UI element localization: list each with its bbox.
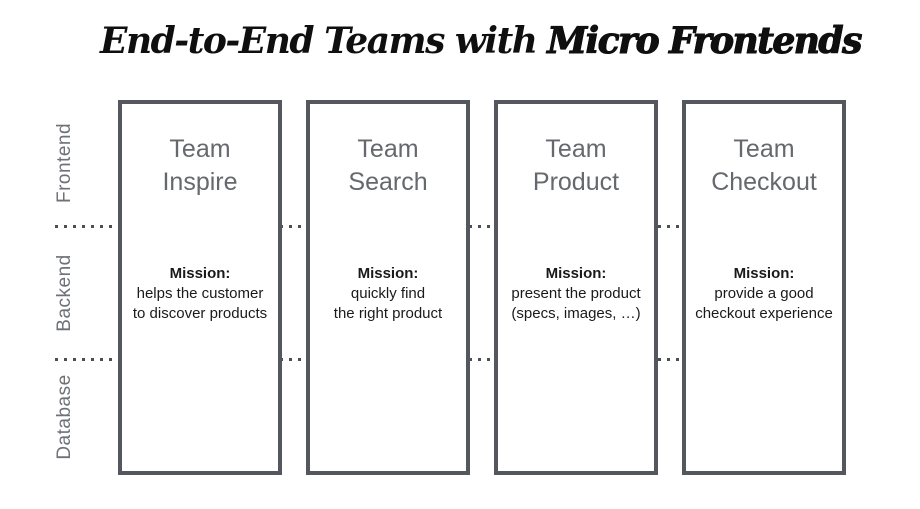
team-name: Team Checkout xyxy=(711,135,817,196)
layer-label-backend: Backend xyxy=(54,254,75,332)
card-frontend-section: Team Product xyxy=(498,104,654,227)
team-name: Team Product xyxy=(532,135,620,196)
title-part-regular: End-to-End Teams with xyxy=(100,20,538,62)
card-backend-section: Mission: helps the customer to discover … xyxy=(122,227,278,360)
mission-line: helps the customer xyxy=(136,284,264,302)
card-frontend-section: Team Inspire xyxy=(122,104,278,227)
mission-line: to discover products xyxy=(132,304,268,322)
mission-line: quickly find xyxy=(350,284,426,302)
layer-label-database: Database xyxy=(54,374,75,460)
card-database-section xyxy=(310,360,466,471)
team-card-product: Team Product Mission: present the produc… xyxy=(494,100,658,475)
mission-label: Mission: xyxy=(733,264,795,282)
team-card-inspire: Team Inspire Mission: helps the customer… xyxy=(118,100,282,475)
card-backend-section: Mission: present the product (specs, ima… xyxy=(498,227,654,360)
card-database-section xyxy=(498,360,654,471)
mission-line: (specs, images, …) xyxy=(511,304,641,322)
card-frontend-section: Team Search xyxy=(310,104,466,227)
card-backend-section: Mission: provide a good checkout experie… xyxy=(686,227,842,360)
card-backend-section: Mission: quickly find the right product xyxy=(310,227,466,360)
mission-label: Mission: xyxy=(545,264,607,282)
team-card-checkout: Team Checkout Mission: provide a good ch… xyxy=(682,100,846,475)
mission-line: present the product xyxy=(511,284,641,302)
title-part-bold: Micro Frontends xyxy=(547,20,863,63)
mission-line: checkout experience xyxy=(695,304,833,322)
mission-line: the right product xyxy=(333,304,443,322)
card-frontend-section: Team Checkout xyxy=(686,104,842,227)
mission-label: Mission: xyxy=(169,264,231,282)
mission-line: provide a good xyxy=(714,284,814,302)
team-name: Team Search xyxy=(348,135,428,196)
layer-label-frontend: Frontend xyxy=(54,122,75,204)
team-name: Team Inspire xyxy=(162,135,238,196)
team-card-search: Team Search Mission: quickly find the ri… xyxy=(306,100,470,475)
mission-label: Mission: xyxy=(357,264,419,282)
card-database-section xyxy=(686,360,842,471)
card-database-section xyxy=(122,360,278,471)
